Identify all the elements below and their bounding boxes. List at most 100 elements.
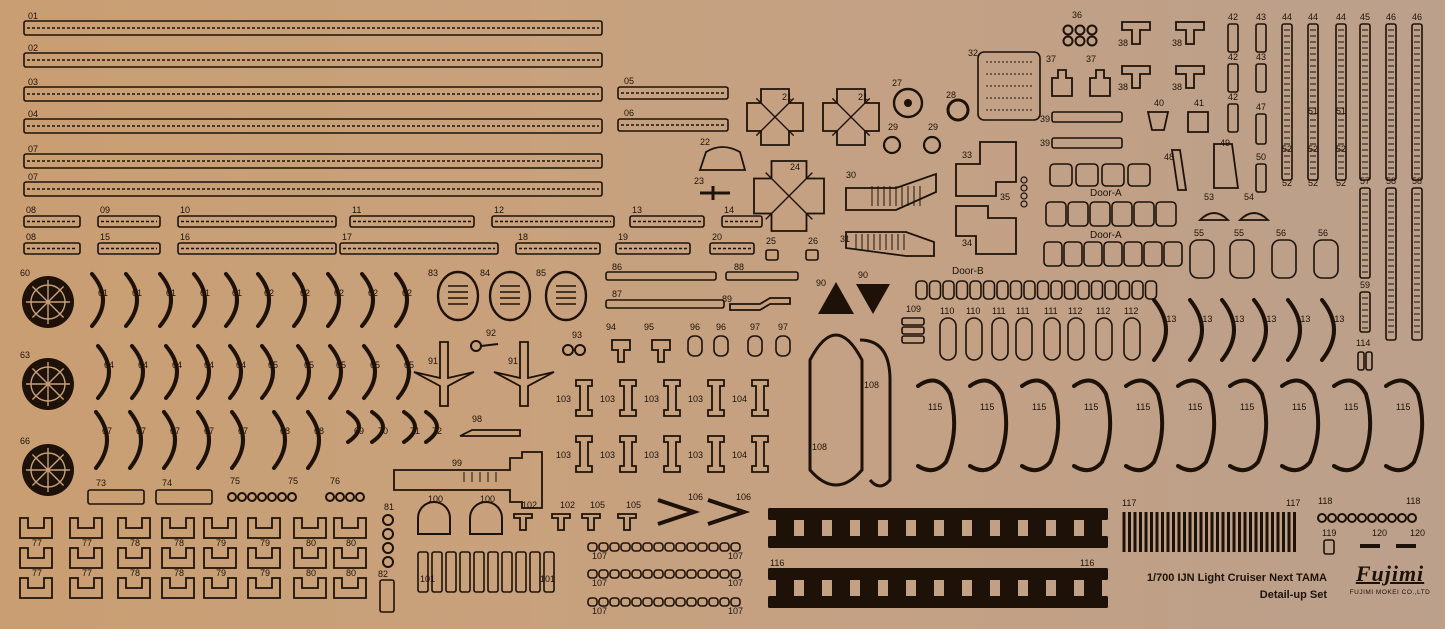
davit-part bbox=[1124, 378, 1165, 473]
part-number: 40 bbox=[1154, 98, 1164, 108]
shield-part bbox=[1187, 111, 1209, 133]
part-number: 107 bbox=[728, 551, 743, 561]
ring-part bbox=[480, 343, 499, 347]
wheel-part bbox=[31, 383, 49, 401]
bracket-part bbox=[1175, 21, 1205, 45]
part-number: 87 bbox=[612, 289, 622, 299]
part-number: 32 bbox=[968, 48, 978, 58]
part-number: 103 bbox=[556, 450, 571, 460]
inclined-ladder bbox=[845, 231, 935, 257]
ring-part bbox=[1074, 24, 1086, 36]
part-number: 118 bbox=[1318, 496, 1332, 506]
part-number: 27 bbox=[892, 78, 902, 88]
wheel-part bbox=[47, 383, 65, 401]
part-number: 102 bbox=[522, 500, 537, 510]
railing-strip bbox=[23, 181, 603, 197]
track-part bbox=[1056, 576, 1074, 600]
clip-part bbox=[713, 335, 729, 357]
chain-part bbox=[719, 597, 730, 607]
curved-strip bbox=[296, 344, 311, 400]
support-part bbox=[707, 379, 725, 417]
part-number: 80 bbox=[306, 538, 316, 548]
part-number: 105 bbox=[590, 500, 605, 510]
chain-part bbox=[609, 569, 620, 579]
part-number: 38 bbox=[1118, 38, 1128, 48]
curved-strip bbox=[196, 410, 211, 470]
door-a-part bbox=[1155, 201, 1177, 227]
part-number: 52 bbox=[1282, 144, 1292, 154]
part-number: 103 bbox=[688, 450, 703, 460]
chain-part bbox=[697, 597, 708, 607]
part-number: 37 bbox=[1046, 54, 1056, 64]
curved-strip bbox=[162, 410, 177, 470]
part-number: 111 bbox=[1044, 306, 1058, 316]
part-number: 79 bbox=[216, 568, 226, 578]
chain-part bbox=[708, 569, 719, 579]
chain-part bbox=[675, 542, 686, 552]
part-number: 79 bbox=[260, 568, 270, 578]
part-number: 78 bbox=[130, 538, 140, 548]
railing-strip bbox=[23, 86, 603, 102]
gauge-strip bbox=[1051, 137, 1123, 149]
curved-strip bbox=[360, 272, 375, 328]
long-strip bbox=[605, 271, 717, 281]
part-number: 84 bbox=[480, 268, 490, 278]
ring-part bbox=[562, 344, 574, 356]
part-number: 46 bbox=[1412, 12, 1422, 22]
support-part bbox=[663, 435, 681, 473]
track-part bbox=[1084, 576, 1102, 600]
u-bracket bbox=[19, 547, 53, 569]
part-number: 54 bbox=[1244, 192, 1254, 202]
blade-part bbox=[1170, 149, 1188, 191]
door-b-part bbox=[1063, 280, 1077, 300]
strip-part bbox=[1227, 63, 1239, 93]
vent-part bbox=[1089, 69, 1111, 97]
part-number: 90 bbox=[858, 270, 868, 280]
track-part bbox=[1028, 576, 1046, 600]
bracket-part bbox=[1121, 65, 1151, 89]
part-number: 98 bbox=[472, 414, 482, 424]
ladder bbox=[1385, 187, 1397, 341]
strip-part bbox=[901, 326, 925, 335]
short-railing bbox=[515, 242, 601, 255]
chain-part bbox=[631, 569, 642, 579]
door-b-part bbox=[969, 280, 982, 300]
small-part bbox=[1323, 539, 1335, 555]
part-number: 50 bbox=[1256, 152, 1266, 162]
part-number: 103 bbox=[644, 394, 659, 404]
porthole-part bbox=[436, 270, 480, 322]
t-part bbox=[551, 513, 571, 531]
chain-part bbox=[598, 597, 609, 607]
part-number: 107 bbox=[728, 578, 743, 588]
curved-strip bbox=[96, 344, 111, 400]
clip-part bbox=[747, 335, 763, 357]
ring-part bbox=[1357, 513, 1367, 523]
boat-part bbox=[1095, 317, 1113, 361]
part-number: 112 bbox=[1096, 306, 1110, 316]
track-part bbox=[1028, 516, 1046, 540]
part-number: 37 bbox=[1086, 54, 1096, 64]
part-number: 04 bbox=[28, 109, 38, 119]
part-number: 109 bbox=[906, 304, 921, 314]
triangle-part bbox=[818, 282, 854, 314]
curved-strip bbox=[130, 344, 145, 400]
long-strip bbox=[605, 299, 725, 309]
ring-part bbox=[257, 492, 267, 502]
ring-part bbox=[287, 492, 297, 502]
door-b-part bbox=[942, 280, 955, 300]
ring-part bbox=[345, 492, 355, 502]
track-part bbox=[776, 576, 794, 600]
part-number: 44 bbox=[1336, 12, 1346, 22]
chain-part bbox=[587, 597, 598, 607]
short-railing bbox=[491, 215, 615, 228]
part-label: Door-A bbox=[1090, 230, 1122, 241]
part-number: 57 bbox=[1360, 176, 1370, 186]
part-number: 08 bbox=[26, 232, 36, 242]
part-number: 78 bbox=[130, 568, 140, 578]
u-bracket bbox=[293, 517, 327, 539]
part-number: 45 bbox=[1360, 12, 1370, 22]
part-number: 103 bbox=[600, 450, 615, 460]
brand: Fujimi FUJIMI MOKEI CO.,LTD bbox=[1345, 562, 1435, 597]
grate-part bbox=[529, 551, 541, 593]
part-number: 96 bbox=[716, 322, 726, 332]
